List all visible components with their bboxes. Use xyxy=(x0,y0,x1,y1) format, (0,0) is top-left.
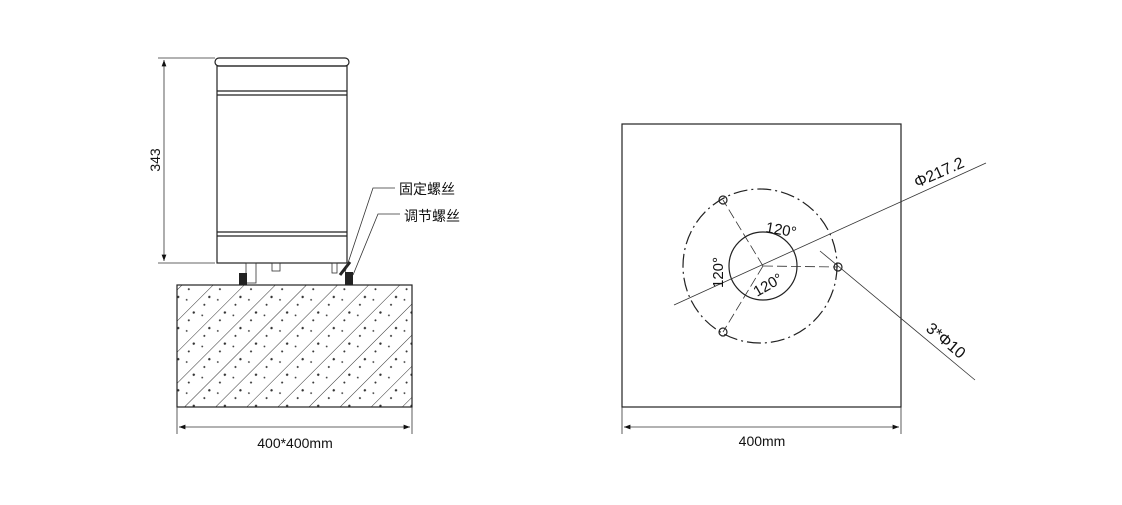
concrete-base xyxy=(176,284,413,408)
base-width-dimension: 400*400mm xyxy=(176,407,413,451)
diameter-label: Φ217.2 xyxy=(912,155,967,192)
holes-leader xyxy=(819,250,976,381)
base-width-label: 400*400mm xyxy=(257,435,333,451)
rain-gauge-cylinder xyxy=(214,57,350,284)
top-view: Φ217.2 3*Φ10 120° 120° 120° 400mm xyxy=(621,123,987,449)
adjusting-screw-label: 调节螺丝 xyxy=(404,208,460,224)
bolt-circle xyxy=(682,188,838,344)
height-label: 343 xyxy=(147,148,163,172)
mounting-holes xyxy=(718,195,843,337)
side-view: 343 固定螺丝 调节螺丝 400*400mm xyxy=(147,57,460,451)
fixing-screw-label: 固定螺丝 xyxy=(399,181,455,197)
angle-label-bottom: 120° xyxy=(751,270,786,300)
screw-leaders: 固定螺丝 调节螺丝 xyxy=(344,181,460,276)
angle-label-top: 120° xyxy=(764,219,798,241)
diameter-leader xyxy=(673,162,987,306)
height-dimension: 343 xyxy=(147,57,215,264)
plate-width-label: 400mm xyxy=(739,433,786,449)
plate-width-dimension: 400mm xyxy=(621,407,902,449)
center-opening xyxy=(728,231,798,301)
angle-label-left: 120° xyxy=(710,257,727,288)
screws xyxy=(239,261,353,285)
base-plate xyxy=(621,123,902,408)
holes-label: 3*Φ10 xyxy=(922,320,968,362)
